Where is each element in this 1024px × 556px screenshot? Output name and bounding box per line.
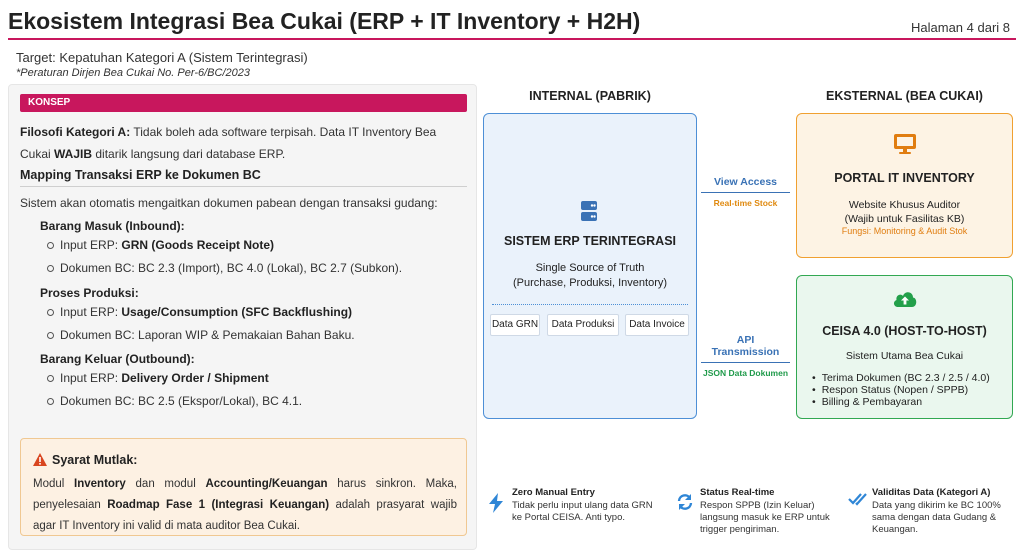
page-title: Ekosistem Integrasi Bea Cukai (ERP + IT … xyxy=(8,8,641,34)
group-title: Proses Produksi: xyxy=(40,286,139,300)
warning-box: Syarat Mutlak: Modul Inventory dan modul… xyxy=(20,438,467,536)
erp-divider xyxy=(492,304,688,305)
list-item: Dokumen BC: BC 2.5 (Ekspor/Lokal), BC 4.… xyxy=(40,394,460,408)
group-inbound: Barang Masuk (Inbound): Input ERP: GRN (… xyxy=(40,219,460,275)
portal-subtitle: Website Khusus Auditor (Wajib untuk Fasi… xyxy=(844,199,965,225)
chip-data-produksi: Data Produksi xyxy=(547,314,619,336)
portal-function: Fungsi: Monitoring & Audit Stok xyxy=(841,226,968,236)
view-access-line xyxy=(701,192,790,193)
list-item: Dokumen BC: Laporan WIP & Pemakaian Baha… xyxy=(40,328,460,342)
ceisa-subtitle: Sistem Utama Bea Cukai xyxy=(845,350,964,362)
group-title: Barang Masuk (Inbound): xyxy=(40,219,185,233)
external-header: EKSTERNAL (BEA CUKAI) xyxy=(826,89,983,103)
list-item: Input ERP: Usage/Consumption (SFC Backfl… xyxy=(40,305,460,319)
target-text: Target: Kepatuhan Kategori A (Sistem Ter… xyxy=(16,50,308,65)
chip-data-invoice: Data Invoice xyxy=(625,314,689,336)
double-check-icon xyxy=(848,493,867,506)
page-number: Halaman 4 dari 8 xyxy=(911,20,1010,35)
cloud-upload-icon xyxy=(893,292,917,307)
list-item: Respon Status (Nopen / SPPB) xyxy=(812,384,1007,396)
feature-title: Validitas Data (Kategori A) xyxy=(872,487,991,498)
server-icon xyxy=(581,201,597,221)
view-access-sub: Real-time Stock xyxy=(713,198,778,208)
portal-it-inventory-box: PORTAL IT INVENTORY Website Khusus Audit… xyxy=(796,113,1013,258)
ceisa-box: CEISA 4.0 (HOST-TO-HOST) Sistem Utama Be… xyxy=(796,275,1013,419)
feature-title: Status Real-time xyxy=(700,487,775,498)
api-transmission-line xyxy=(701,362,790,363)
warning-text: Modul Inventory dan modul Accounting/Keu… xyxy=(33,478,457,532)
mapping-intro: Sistem akan otomatis mengaitkan dokumen … xyxy=(20,196,438,210)
feature-desc: Respon SPPB (Izin Keluar) langsung masuk… xyxy=(700,500,830,535)
monitor-icon xyxy=(894,134,916,154)
warning-title: Syarat Mutlak: xyxy=(33,453,137,467)
concept-panel: KONSEP Filosofi Kategori A: Tidak boleh … xyxy=(8,84,477,550)
ceisa-title: CEISA 4.0 (HOST-TO-HOST) xyxy=(822,324,987,338)
api-transmission-label: API Transmission xyxy=(711,334,780,358)
group-production: Proses Produksi: Input ERP: Usage/Consum… xyxy=(40,286,460,342)
page-header: Ekosistem Integrasi Bea Cukai (ERP + IT … xyxy=(8,6,1016,40)
group-outbound: Barang Keluar (Outbound): Input ERP: Del… xyxy=(40,352,460,408)
lightning-icon xyxy=(489,493,503,513)
filosofi-text: Filosofi Kategori A: Tidak boleh ada sof… xyxy=(20,125,437,161)
ceisa-list: Terima Dokumen (BC 2.3 / 2.5 / 4.0) Resp… xyxy=(812,372,1007,408)
view-access-label: View Access xyxy=(713,176,778,188)
filosofi-label: Filosofi Kategori A: xyxy=(20,125,131,139)
portal-title: PORTAL IT INVENTORY xyxy=(834,171,975,185)
warning-icon xyxy=(33,453,47,466)
list-item: Terima Dokumen (BC 2.3 / 2.5 / 4.0) xyxy=(812,372,1007,384)
konsep-tag: KONSEP xyxy=(20,94,467,112)
target-note: *Peraturan Dirjen Bea Cukai No. Per-6/BC… xyxy=(16,67,250,79)
mapping-title: Mapping Transaksi ERP ke Dokumen BC xyxy=(20,168,467,187)
erp-title: SISTEM ERP TERINTEGRASI xyxy=(503,234,676,248)
list-item: Billing & Pembayaran xyxy=(812,396,1007,408)
feature-desc: Tidak perlu input ulang data GRN ke Port… xyxy=(512,500,653,523)
list-item: Dokumen BC: BC 2.3 (Import), BC 4.0 (Lok… xyxy=(40,261,460,275)
group-title: Barang Keluar (Outbound): xyxy=(40,352,195,366)
list-item: Input ERP: GRN (Goods Receipt Note) xyxy=(40,238,460,252)
erp-system-box: SISTEM ERP TERINTEGRASI Single Source of… xyxy=(483,113,697,419)
erp-subtitle: Single Source of Truth (Purchase, Produk… xyxy=(512,262,668,289)
api-transmission-sub: JSON Data Dokumen xyxy=(702,368,789,378)
list-item: Input ERP: Delivery Order / Shipment xyxy=(40,371,460,385)
feature-desc: Data yang dikirim ke BC 100% sama dengan… xyxy=(872,500,1001,535)
internal-header: INTERNAL (PABRIK) xyxy=(529,89,651,103)
sync-icon xyxy=(677,494,693,510)
feature-title: Zero Manual Entry xyxy=(512,487,595,498)
chip-data-grn: Data GRN xyxy=(490,314,540,336)
